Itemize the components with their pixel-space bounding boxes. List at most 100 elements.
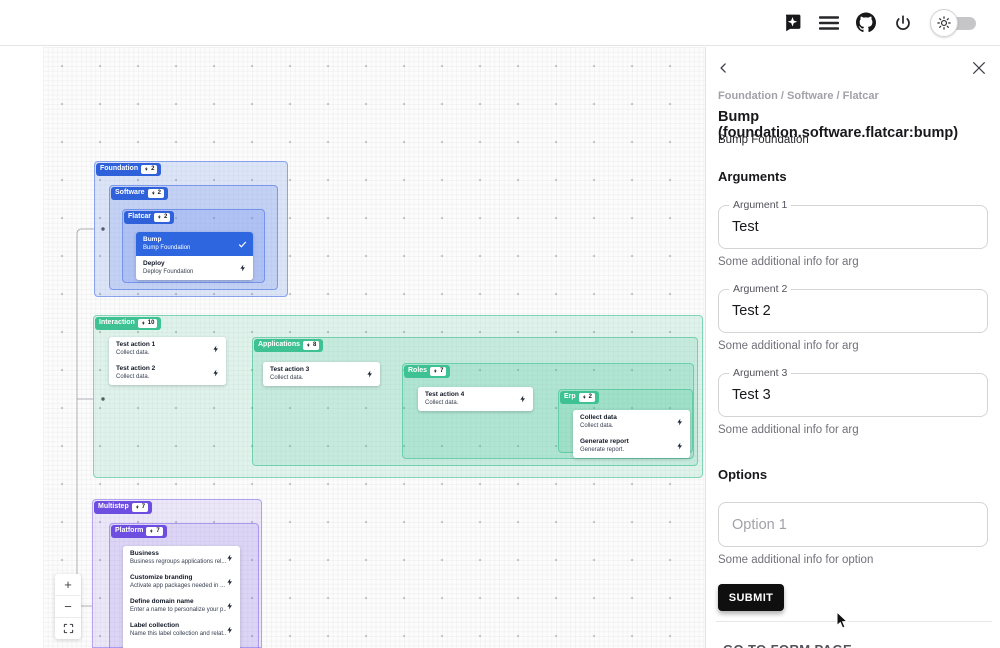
group-platform-chip[interactable]: Platform 7: [111, 525, 167, 538]
bolt-icon: [213, 345, 218, 353]
group-software-chip[interactable]: Software 2: [111, 187, 168, 200]
group-erp-chip[interactable]: Erp 2: [560, 391, 600, 404]
node-subtitle: Generate report.: [580, 446, 625, 453]
power-icon[interactable]: [893, 13, 913, 33]
action-count-badge: 7: [430, 367, 447, 376]
node-subtitle: Collect data.: [580, 422, 614, 429]
bolt-icon: [227, 578, 232, 586]
field-helper-text: Some additional info for arg: [718, 340, 859, 352]
group-label: Foundation: [100, 165, 139, 173]
argument-2-field: Argument 2: [718, 283, 988, 333]
options-heading: Options: [718, 467, 768, 482]
option-1-field: [718, 502, 988, 547]
details-panel: Foundation / Software / Flatcar Bump (fo…: [705, 47, 1000, 648]
page-subtitle: Bump Foundation: [718, 134, 809, 146]
node-title: Customize branding: [130, 573, 193, 581]
bolt-icon: [677, 442, 682, 450]
bolt-icon: [150, 529, 154, 534]
node-title: Define domain name: [130, 597, 194, 605]
bolt-icon: [227, 626, 232, 634]
group-label: Interaction: [99, 319, 135, 327]
group-multistep-chip[interactable]: Multistep 7: [94, 501, 153, 514]
group-interaction-chip[interactable]: Interaction 10: [95, 317, 162, 330]
group-flatcar-chip[interactable]: Flatcar 2: [124, 211, 175, 224]
field-label: Argument 2: [729, 283, 792, 296]
count: 7: [141, 504, 146, 510]
node-title: Test action 1: [116, 340, 156, 348]
github-icon[interactable]: [856, 12, 876, 33]
node-work[interactable]: Work: [123, 642, 240, 648]
group-foundation-chip[interactable]: Foundation 2: [96, 163, 162, 176]
breadcrumb[interactable]: Foundation / Software / Flatcar: [718, 90, 879, 102]
go-to-form-page-link[interactable]: GO TO FORM PAGE: [723, 642, 852, 648]
group-foundation[interactable]: Foundation 2 Software 2 Flatcar 2: [94, 161, 288, 297]
zoom-in-button[interactable]: +: [55, 574, 81, 596]
zoom-out-button[interactable]: −: [55, 596, 81, 618]
list-icon[interactable]: [819, 13, 839, 33]
back-button[interactable]: [717, 61, 731, 80]
sun-icon: [930, 8, 958, 37]
node-subtitle: Collect data.: [270, 374, 304, 381]
node-subtitle: Enter a name to personalize your p...: [130, 606, 226, 613]
bolt-icon: [213, 369, 218, 377]
count: 7: [440, 368, 444, 374]
close-button[interactable]: [971, 60, 987, 81]
option-1-input[interactable]: [719, 503, 987, 546]
bolt-icon: [240, 264, 245, 272]
field-helper-text: Some additional info for option: [718, 554, 874, 566]
flow-canvas[interactable]: Foundation 2 Software 2 Flatcar 2: [0, 47, 705, 648]
canvas-zoom-controls: + −: [55, 574, 81, 639]
argument-1-input[interactable]: [719, 206, 987, 248]
action-count-badge: 10: [137, 319, 158, 328]
check-icon: [238, 241, 247, 248]
submit-button[interactable]: SUBMIT: [718, 584, 784, 611]
fit-view-button[interactable]: [55, 618, 81, 639]
theme-toggle[interactable]: [930, 8, 976, 37]
bolt-icon: [520, 395, 525, 403]
node-subtitle: Deploy Foundation: [143, 268, 194, 275]
group-applications-chip[interactable]: Applications 8: [254, 339, 324, 352]
node-subtitle: Activate app packages needed in ...: [130, 582, 226, 589]
argument-2-input[interactable]: [719, 290, 987, 332]
bolt-icon: [135, 505, 139, 510]
bolt-icon: [151, 191, 155, 196]
page-title: Bump (foundation.software.flatcar:bump): [718, 109, 959, 141]
field-label: Argument 1: [729, 199, 792, 212]
argument-3-input[interactable]: [719, 374, 987, 416]
node-title: Generate report: [580, 437, 629, 445]
group-roles-chip[interactable]: Roles 7: [404, 365, 451, 378]
sparkle-badge-icon[interactable]: [782, 13, 802, 33]
bolt-icon: [306, 343, 310, 348]
field-helper-text: Some additional info for arg: [718, 256, 859, 268]
count: 2: [151, 166, 155, 172]
field-helper-text: Some additional info for arg: [718, 424, 859, 436]
count: 2: [157, 190, 161, 196]
action-count-badge: 2: [153, 213, 171, 222]
node-title: Test action 4: [425, 390, 465, 398]
count: 10: [147, 320, 155, 326]
group-label: Applications: [258, 341, 301, 349]
